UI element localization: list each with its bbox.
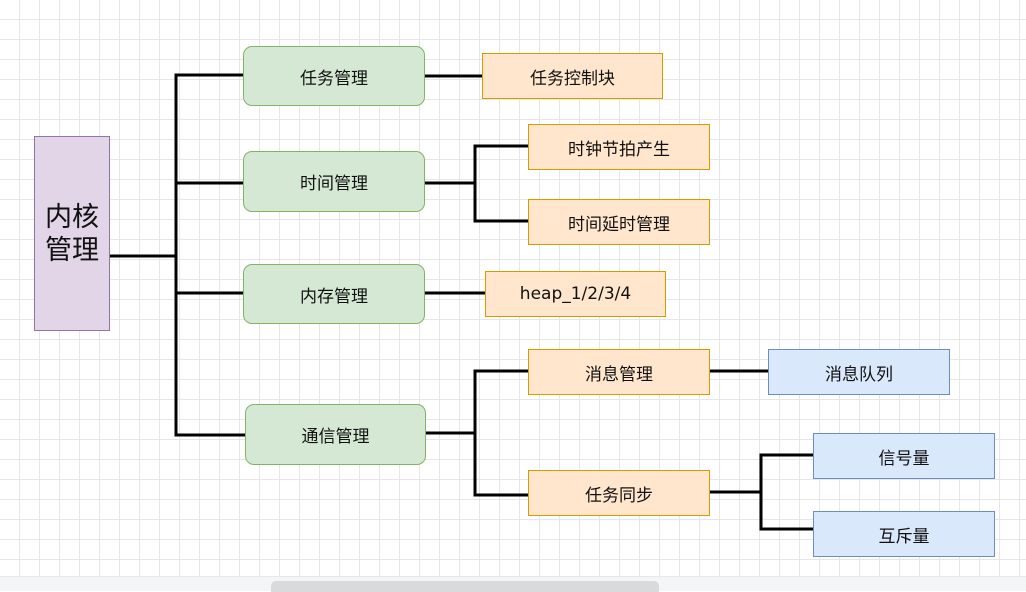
root-node-label: 内核管理 <box>45 201 99 266</box>
edge-root-comm-mgmt <box>174 256 246 437</box>
node-task-synchronization-label: 任务同步 <box>585 485 653 506</box>
node-task-synchronization[interactable]: 任务同步 <box>528 470 710 516</box>
node-mutex-label: 互斥量 <box>878 526 930 547</box>
node-task-management-label: 任务管理 <box>300 68 368 89</box>
edge-task-sync-mutex <box>759 492 814 531</box>
node-message-queue-label: 消息队列 <box>825 364 893 385</box>
node-semaphore-label: 信号量 <box>878 448 930 469</box>
edge-root-time-mgmt <box>174 181 244 256</box>
edge-task-sync-semaphore <box>709 453 814 494</box>
node-delay-management[interactable]: 时间延时管理 <box>528 199 710 245</box>
root-node-kernel-management[interactable]: 内核管理 <box>34 136 110 331</box>
node-communication-management[interactable]: 通信管理 <box>245 404 426 465</box>
node-message-management-label: 消息管理 <box>585 364 653 385</box>
node-message-queue[interactable]: 消息队列 <box>768 349 950 395</box>
node-time-management-label: 时间管理 <box>300 174 368 194</box>
edge-time-mgmt-delay <box>473 183 529 223</box>
node-communication-management-label: 通信管理 <box>301 427 370 447</box>
node-memory-management-label: 内存管理 <box>300 286 368 307</box>
node-clock-tick-label: 时钟节拍产生 <box>568 139 670 160</box>
node-mutex[interactable]: 互斥量 <box>813 511 995 557</box>
node-delay-management-label: 时间延时管理 <box>568 214 670 235</box>
edge-comm-mgmt-msg-mgmt <box>425 369 529 435</box>
node-clock-tick[interactable]: 时钟节拍产生 <box>528 124 710 170</box>
node-task-management[interactable]: 任务管理 <box>243 46 425 106</box>
edge-time-mgmt-tick <box>424 144 529 185</box>
node-task-control-block-label: 任务控制块 <box>530 68 615 89</box>
diagram-canvas[interactable]: 内核管理 任务管理 时间管理 内存管理 通信管理 任务控制块 时钟节拍产生 时间… <box>0 0 1026 576</box>
scrollbar-thumb[interactable] <box>271 581 659 592</box>
edge-comm-mgmt-task-sync <box>473 433 529 497</box>
node-time-management[interactable]: 时间管理 <box>243 151 425 212</box>
horizontal-scrollbar[interactable] <box>0 576 1026 592</box>
node-semaphore[interactable]: 信号量 <box>813 433 995 479</box>
node-memory-management[interactable]: 内存管理 <box>243 264 425 324</box>
node-heap[interactable]: heap_1/2/3/4 <box>485 271 666 317</box>
node-message-management[interactable]: 消息管理 <box>528 349 710 395</box>
edge-root-memory-mgmt <box>174 256 244 295</box>
edge-root-task-mgmt <box>109 73 244 258</box>
node-heap-label: heap_1/2/3/4 <box>519 284 632 304</box>
node-task-control-block[interactable]: 任务控制块 <box>482 53 663 99</box>
connector-layer <box>109 73 814 531</box>
